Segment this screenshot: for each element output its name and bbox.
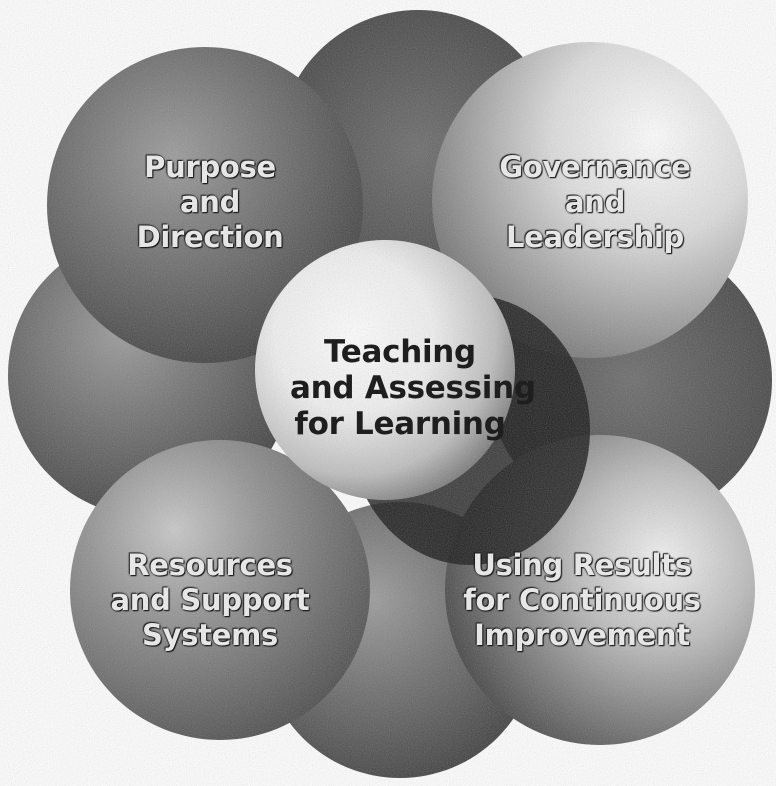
petal-results-line-1: Using Results bbox=[472, 548, 692, 582]
petal-purpose-line-2: and bbox=[179, 185, 241, 219]
center-label: Teaching and Assessing for Learning bbox=[290, 334, 536, 442]
petal-governance-line-1: Governance bbox=[499, 150, 691, 184]
center-line-2: and Assessing bbox=[290, 370, 536, 406]
petal-purpose-label: Purpose and Direction bbox=[130, 150, 290, 255]
petal-governance-line-2: and bbox=[564, 185, 626, 219]
petal-purpose-line-3: Direction bbox=[136, 220, 284, 254]
petal-governance-label: Governance and Leadership bbox=[495, 150, 695, 255]
center-line-1: Teaching bbox=[324, 334, 476, 370]
petal-results-line-2: for Continuous bbox=[463, 583, 701, 617]
petal-resources-line-1: Resources bbox=[127, 548, 293, 582]
petal-resources-line-2: and Support bbox=[110, 583, 310, 617]
petal-resources-label: Resources and Support Systems bbox=[105, 548, 315, 653]
petal-results-label: Using Results for Continuous Improvement bbox=[462, 548, 702, 653]
petal-results-line-3: Improvement bbox=[474, 618, 690, 652]
petal-resources-line-3: Systems bbox=[142, 618, 278, 652]
petal-purpose-line-1: Purpose bbox=[144, 150, 276, 184]
petal-governance-line-3: Leadership bbox=[505, 220, 685, 254]
center-line-3: for Learning bbox=[294, 406, 506, 442]
